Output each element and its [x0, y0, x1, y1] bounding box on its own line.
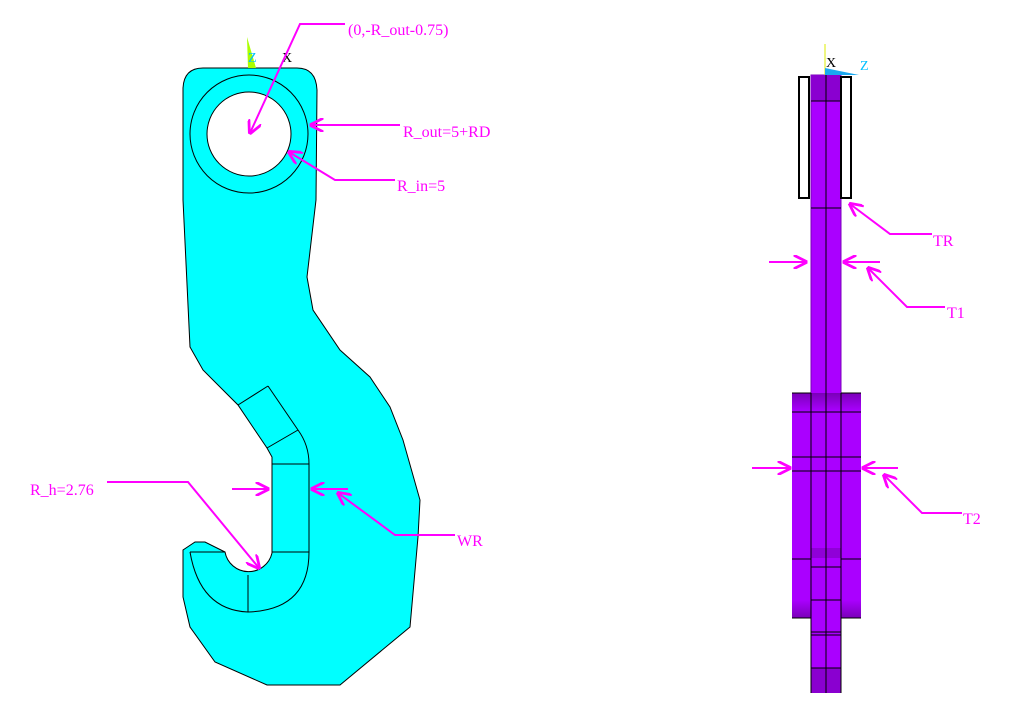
triad-y-axis-icon	[247, 37, 256, 68]
mesh-lines	[189, 385, 310, 613]
eye-outer-circle	[189, 74, 309, 194]
hook-front-view: Z X (0,-R_out-0.75) R_out=5+RD R_in=5 R_…	[30, 22, 490, 686]
tr-leader	[850, 204, 932, 235]
t2-label: T2	[963, 511, 981, 528]
clamp-right	[840, 76, 852, 199]
clamp-left	[798, 76, 810, 199]
hook-body	[182, 67, 421, 686]
wr-leader	[338, 493, 455, 536]
origin-leader	[250, 23, 345, 133]
side-triad-x-label: X	[826, 56, 836, 71]
triad-z-label: Z	[248, 51, 257, 66]
side-triad-z-label: Z	[860, 59, 869, 74]
t1-label: T1	[947, 305, 965, 322]
wr-label: WR	[457, 533, 483, 550]
tr-label: TR	[933, 233, 954, 250]
r-in-leader	[289, 152, 395, 181]
triad-x-label: X	[282, 51, 292, 66]
t2-leader	[884, 475, 962, 514]
side-mesh-lines	[792, 75, 861, 693]
origin-label: (0,-R_out-0.75)	[348, 22, 448, 39]
r-h-leader	[107, 481, 259, 568]
triad-z-axis-icon	[825, 68, 859, 75]
r-in-label: R_in=5	[397, 178, 445, 195]
hook-side-view: X Z TR T1 T2	[752, 44, 981, 693]
r-h-label: R_h=2.76	[30, 482, 94, 499]
r-out-label: R_out=5+RD	[403, 124, 490, 141]
t1-leader	[868, 268, 945, 308]
